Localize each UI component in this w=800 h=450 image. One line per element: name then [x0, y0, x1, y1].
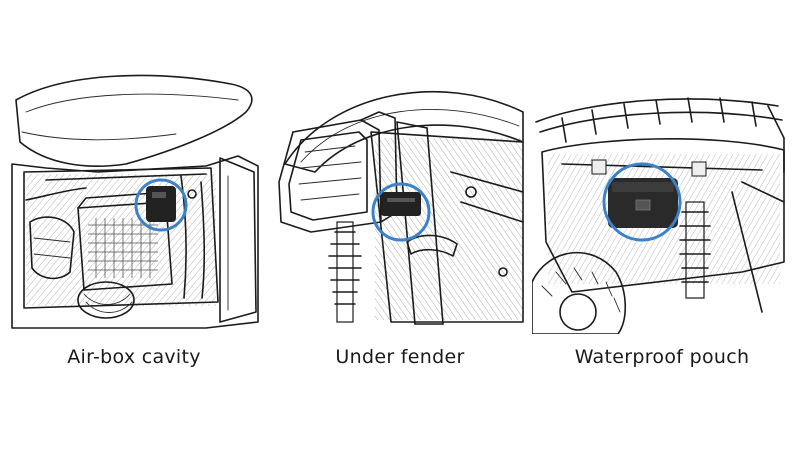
atv-rear-rack-illustration [532, 97, 785, 334]
caption-air-box-cavity: Air-box cavity [67, 346, 201, 368]
tracker-device-icon [381, 192, 421, 216]
highlight-circle [134, 178, 188, 232]
highlight-circle [602, 162, 682, 242]
motorcycle-side-illustration [11, 74, 259, 329]
headlight-fender-illustration [278, 90, 524, 325]
highlight-circle [371, 182, 431, 242]
caption-under-fender: Under fender [335, 346, 465, 368]
tracker-device-icon [146, 186, 176, 222]
panel-waterproof-pouch [532, 72, 790, 334]
panel-under-fender [271, 72, 529, 334]
caption-waterproof-pouch: Waterproof pouch [574, 346, 750, 368]
panel-air-box-cavity [6, 72, 264, 334]
